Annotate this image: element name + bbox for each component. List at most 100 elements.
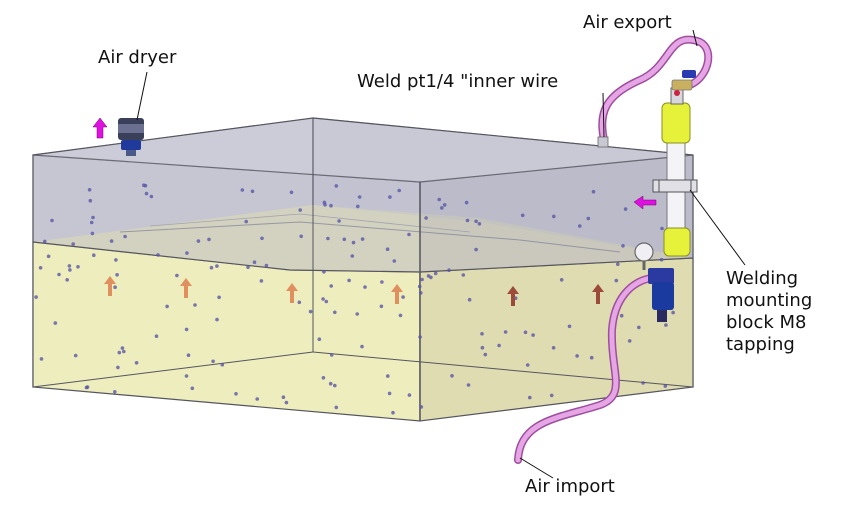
bubble: [355, 312, 360, 316]
bubble: [298, 208, 303, 212]
air-dryer-icon: [118, 118, 144, 156]
bubble: [360, 237, 365, 241]
bubble: [321, 297, 325, 301]
bubble: [240, 188, 245, 192]
bubble: [440, 206, 444, 210]
bubble: [39, 357, 44, 361]
bubble: [477, 222, 482, 226]
bubble: [115, 273, 119, 277]
bubble: [165, 304, 169, 309]
bubble: [616, 262, 620, 267]
bubble: [211, 359, 215, 364]
bubble: [386, 374, 390, 378]
bubble: [614, 278, 619, 283]
bubble: [215, 317, 219, 322]
bubble: [497, 343, 501, 348]
bubble: [260, 236, 264, 241]
bubble: [334, 405, 339, 410]
welding-block-line-3: block M8: [726, 312, 807, 333]
bubble: [660, 226, 664, 231]
leader-lines: [136, 29, 746, 479]
bubble: [591, 189, 596, 194]
bubble: [407, 393, 412, 397]
bubble: [329, 203, 333, 208]
import-hose: [514, 274, 655, 464]
left-arrow-icon: [633, 195, 657, 210]
bubble: [299, 234, 304, 239]
air-export-label: Air export: [583, 12, 672, 33]
bubble: [317, 337, 322, 342]
bubble: [480, 332, 484, 336]
bubble: [90, 231, 95, 236]
bubble: [46, 254, 51, 259]
bubble: [334, 184, 339, 188]
bubble: [209, 265, 214, 270]
blue-filter-icon: [648, 268, 674, 322]
bubble: [190, 386, 195, 391]
bubble: [363, 285, 367, 289]
bubble: [464, 200, 469, 205]
bubble: [87, 188, 92, 192]
bubble: [419, 291, 423, 295]
air-dryer-label: Air dryer: [98, 47, 177, 68]
bubble: [483, 352, 488, 357]
bubble: [337, 219, 341, 223]
bubble: [91, 215, 95, 220]
bubble: [466, 383, 471, 387]
weld-inner-wire-label: Weld pt1/4 "inner wire: [357, 71, 559, 92]
bubble: [88, 198, 93, 203]
bubble: [385, 247, 390, 251]
bubble: [38, 266, 43, 270]
bubble: [503, 330, 508, 334]
bubble: [65, 278, 69, 282]
bubbles: [34, 183, 675, 415]
bubble: [92, 253, 96, 257]
welding-block-line-4: tapping: [726, 334, 795, 355]
bubble: [589, 355, 594, 360]
bubble: [244, 219, 248, 224]
bubble: [426, 274, 431, 278]
bubble: [184, 327, 189, 332]
bubble: [113, 390, 117, 394]
bubble: [637, 325, 641, 330]
bubble: [123, 234, 127, 239]
bubble: [134, 361, 139, 365]
bubble: [34, 295, 38, 299]
bubble: [154, 334, 159, 339]
bubble: [333, 383, 337, 388]
bubble: [156, 253, 160, 257]
bubble: [578, 224, 582, 228]
bubble: [360, 344, 364, 349]
filter-column-icon: [652, 87, 698, 257]
bubble: [185, 251, 189, 255]
bubble: [120, 346, 125, 350]
bubble: [351, 240, 356, 245]
bubble: [461, 273, 466, 277]
bubble: [407, 232, 411, 237]
bubble: [520, 213, 525, 218]
bubble: [281, 395, 286, 400]
bubble: [246, 265, 250, 270]
bubble: [420, 277, 424, 282]
bubble: [252, 260, 257, 265]
export-hose: [597, 35, 713, 148]
bubble: [379, 304, 384, 309]
bubble: [308, 309, 313, 314]
bubble: [207, 237, 211, 242]
bubble: [50, 218, 54, 223]
bubble: [264, 263, 269, 268]
bubble: [433, 271, 438, 276]
bubble: [116, 365, 120, 370]
bubble: [450, 374, 454, 378]
bubble: [186, 353, 191, 358]
bubble: [289, 190, 294, 195]
bubble: [525, 363, 530, 367]
bubble: [67, 264, 72, 268]
bubble: [465, 218, 470, 223]
bubble: [89, 220, 94, 225]
bubble: [215, 264, 219, 268]
bubble: [342, 237, 347, 242]
bubble: [323, 203, 327, 207]
up-arrow-icon: [92, 117, 108, 139]
